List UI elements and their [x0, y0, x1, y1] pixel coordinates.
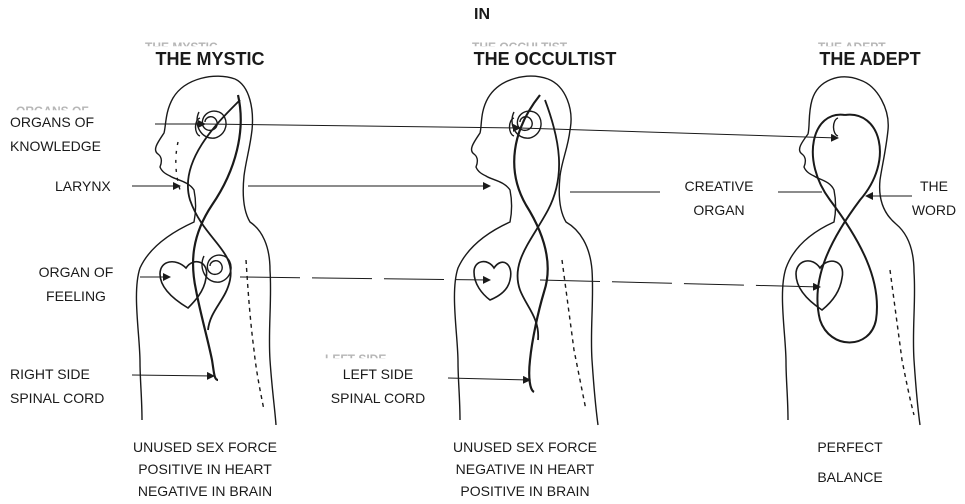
- right-side-spinal-cord-label: RIGHT SIDE SPINAL CORD: [10, 362, 104, 410]
- label-line: ORGAN: [660, 198, 778, 222]
- label-line: LEFT SIDE: [318, 362, 438, 386]
- adept-silhouette: [782, 77, 860, 420]
- knowledge-connector-2: [520, 128, 838, 138]
- adept-front-dashes: [890, 270, 914, 415]
- label-line: FEELING: [26, 284, 126, 308]
- occultist-heart: [474, 262, 511, 300]
- left-spinal-pointer: [448, 378, 530, 380]
- mystic-energy-loop-2: [188, 100, 240, 330]
- adept-ear: [834, 118, 839, 136]
- caption-line: POSITIVE IN HEART: [90, 458, 320, 480]
- organ-of-feeling-label: ORGAN OF FEELING: [26, 260, 126, 308]
- label-line: SPINAL CORD: [10, 386, 104, 410]
- mystic-title: THE MYSTIC: [120, 49, 300, 70]
- feeling-connector-2: [540, 280, 820, 287]
- right-spinal-pointer: [132, 375, 214, 376]
- adept-back-outline: [860, 80, 920, 425]
- organs-of-knowledge-label: ORGANS OF KNOWLEDGE: [10, 110, 101, 158]
- label-line: ORGAN OF: [26, 260, 126, 284]
- larynx-label: LARYNX: [55, 174, 111, 198]
- label-line: CREATIVE: [660, 174, 778, 198]
- the-word-label: THE WORD: [905, 174, 963, 222]
- label-line: THE: [905, 174, 963, 198]
- occultist-energy-loop: [514, 95, 548, 392]
- label-line: WORD: [905, 198, 963, 222]
- label-line: KNOWLEDGE: [10, 134, 101, 158]
- left-side-spinal-cord-label: LEFT SIDE SPINAL CORD: [318, 362, 438, 410]
- mystic-back-dashes: [176, 142, 180, 190]
- caption-line: NEGATIVE IN BRAIN: [90, 480, 320, 502]
- caption-line: UNUSED SEX FORCE: [410, 436, 640, 458]
- header-text: IN: [462, 6, 502, 24]
- mystic-front-dashes: [246, 260, 264, 410]
- mystic-heart: [160, 262, 207, 308]
- creative-organ-label: CREATIVE ORGAN: [660, 174, 778, 222]
- mystic-figure: [136, 76, 276, 425]
- adept-title: THE ADEPT: [795, 49, 945, 70]
- occultist-caption: UNUSED SEX FORCE NEGATIVE IN HEART POSIT…: [410, 436, 640, 502]
- feeling-connector-1: [240, 277, 490, 280]
- occultist-title: THE OCCULTIST: [440, 49, 650, 70]
- occultist-energy-loop-2: [517, 100, 559, 340]
- caption-line: POSITIVE IN BRAIN: [410, 480, 640, 502]
- adept-figure: [782, 77, 920, 425]
- label-line: SPINAL CORD: [318, 386, 438, 410]
- adept-caption: PERFECT BALANCE: [780, 432, 920, 492]
- caption-line: NEGATIVE IN HEART: [410, 458, 640, 480]
- label-line: RIGHT SIDE: [10, 362, 104, 386]
- mystic-caption: UNUSED SEX FORCE POSITIVE IN HEART NEGAT…: [90, 436, 320, 502]
- caption-line: PERFECT: [780, 432, 920, 462]
- label-line: ORGANS OF: [10, 110, 101, 134]
- occultist-front-dashes: [562, 260, 586, 410]
- caption-line: BALANCE: [780, 462, 920, 492]
- caption-line: UNUSED SEX FORCE: [90, 436, 320, 458]
